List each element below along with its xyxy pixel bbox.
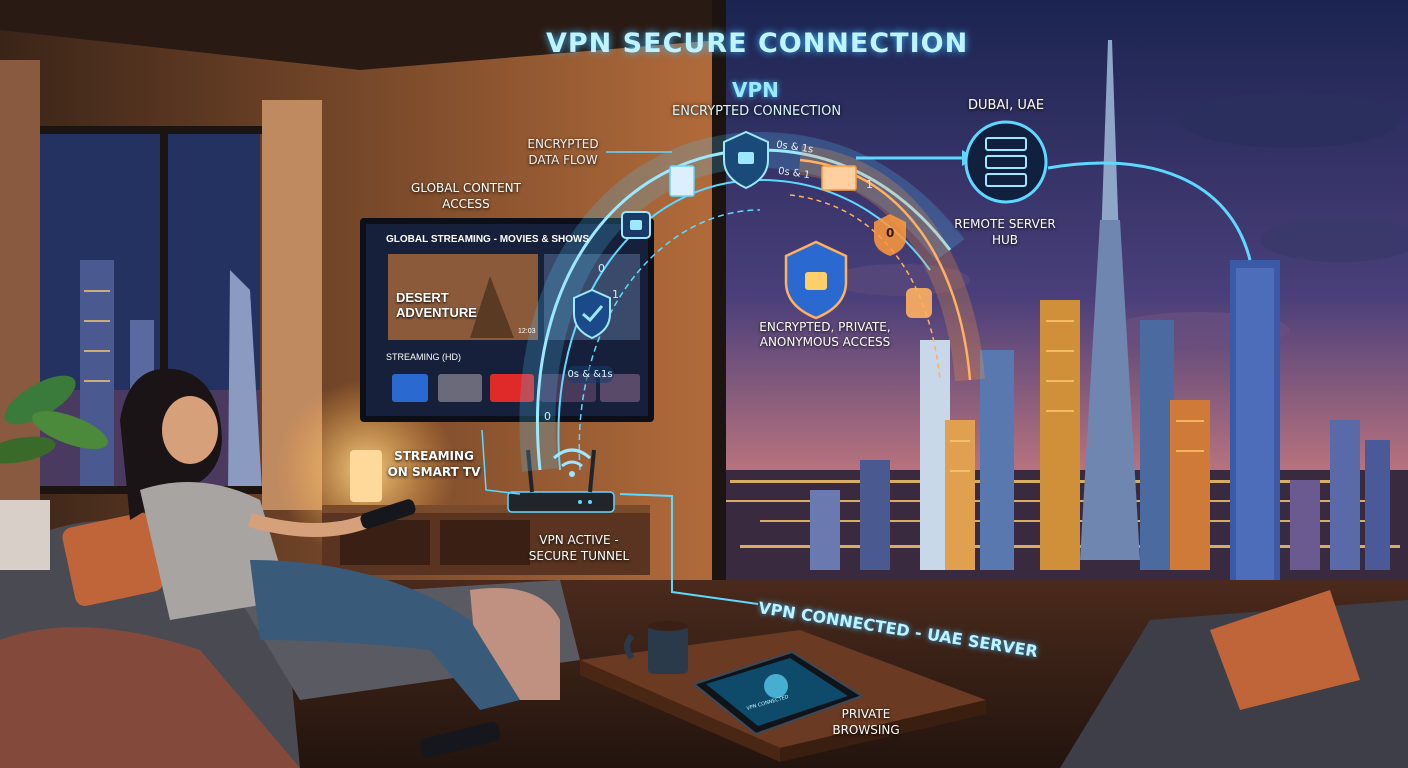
ceiling [0,0,720,70]
tv-section-label: STREAMING (HD) [386,352,461,362]
tv-featured-title: DESERT ADVENTURE [396,290,477,320]
label-data-flow: ENCRYPTED DATA FLOW [527,137,599,167]
label-private-browsing: PRIVATE BROWSING [832,707,900,737]
remote-icon [420,721,500,759]
database-icon [906,288,932,318]
document-icon [669,165,695,197]
label-streaming-tv: STREAMING ON SMART TV [387,449,481,479]
tablet [691,650,865,736]
number-glyph: 0 [544,410,551,423]
number-glyph: 0 [598,262,605,275]
shield-lock-icon [723,130,769,190]
wifi-icon [553,448,591,477]
server-location: DUBAI, UAE [967,98,1045,113]
orange-shield-icon [874,214,906,256]
vpn-subheader: ENCRYPTED CONNECTION [672,104,842,119]
city-window [712,0,1408,664]
tv-header: GLOBAL STREAMING - MOVIES & SHOWS [386,234,590,245]
person [120,368,520,710]
vpn-header: VPN [732,78,779,102]
tv-featured-time: 12:03 [518,328,536,335]
server-label: REMOTE SERVER HUB [954,217,1056,247]
page-title: VPN SECURE CONNECTION [546,28,969,59]
label-global-content: GLOBAL CONTENT ACCESS [411,181,521,211]
plant [0,375,108,570]
label-vpn-active: VPN ACTIVE - SECURE TUNNEL [528,533,630,563]
lock-icon [621,211,651,239]
number-glyph: 1 [866,178,873,191]
server-icon [964,120,1048,204]
label-private-access: ENCRYPTED, PRIVATE, ANONYMOUS ACCESS [759,320,891,349]
coffee-mug [624,621,688,674]
table-lamp [350,450,382,502]
file-icon [821,165,857,191]
number-glyph: 1 [612,288,619,301]
router-icon [507,449,615,513]
binary-label-3: 0s & &1s [566,366,614,383]
sofa-right [1060,590,1408,768]
large-shield-lock-icon [784,240,848,320]
check-shield-icon [573,288,611,340]
number-glyph: 0 [886,226,895,240]
